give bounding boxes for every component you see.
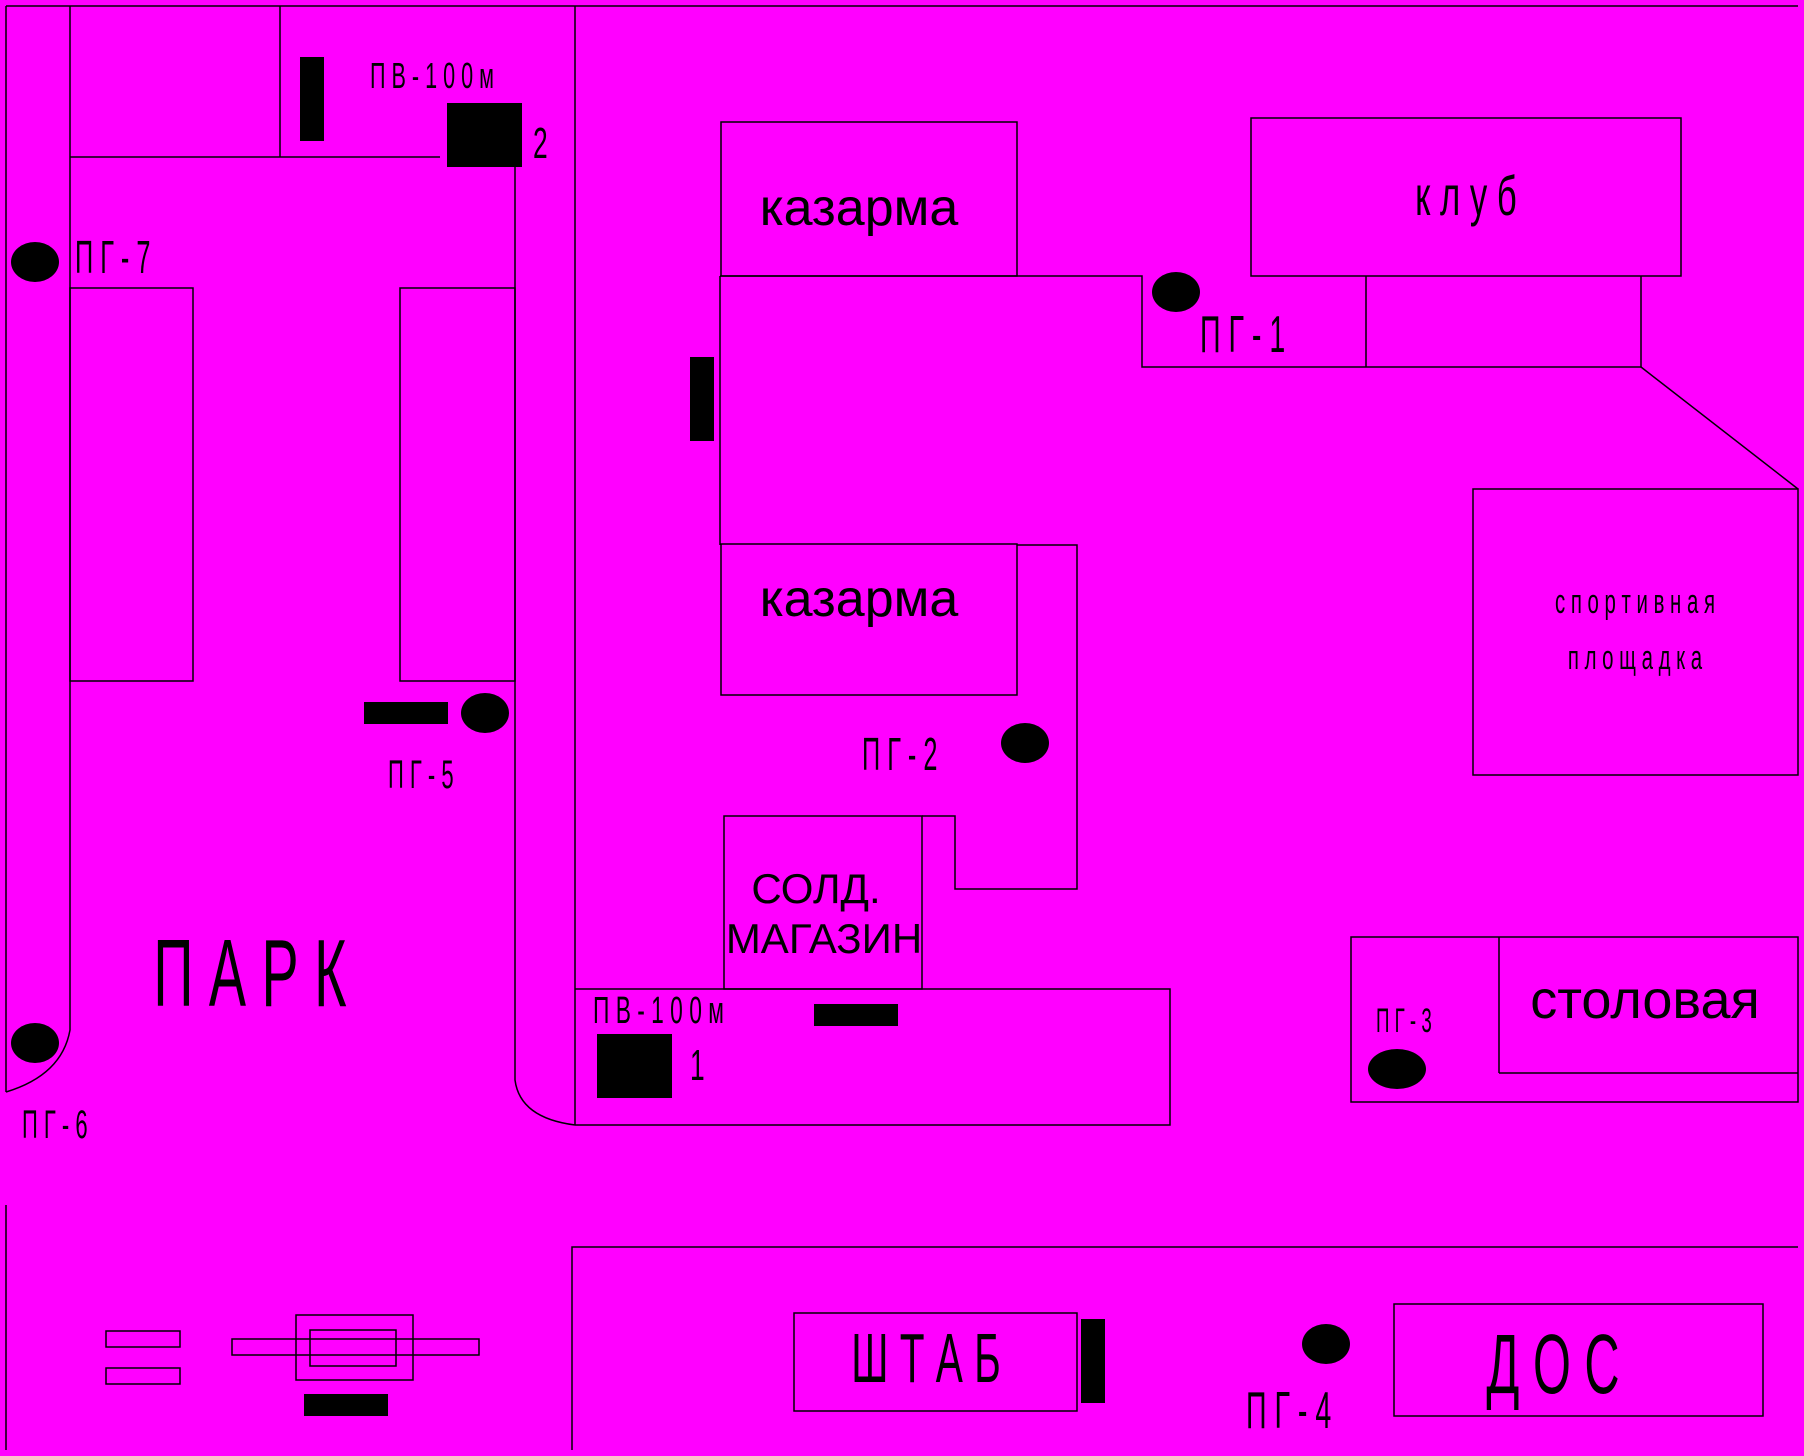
features	[11, 57, 1426, 1416]
hydrant-pg5-icon[interactable]	[461, 693, 509, 733]
hq-outline	[793, 1312, 1078, 1412]
pg4-label: П Г - 4	[1246, 1381, 1331, 1439]
canteen-label: столовая	[1530, 970, 1759, 1030]
sports-ground-outline	[1472, 488, 1799, 776]
pg2-label: П Г - 2	[862, 728, 937, 780]
left-road	[5, 6, 71, 1093]
marker-pg5	[364, 702, 448, 724]
pg7-label: П Г - 7	[75, 231, 150, 283]
park-label: П А Р К	[153, 919, 346, 1027]
hydrant-pg1-icon[interactable]	[1152, 272, 1200, 312]
central-road	[514, 157, 576, 1126]
shop-label-1: СОЛД.	[751, 865, 880, 912]
pv2-label: П В - 1 0 0 м	[370, 56, 494, 96]
hydrant-pg7-icon[interactable]	[11, 242, 59, 282]
sports-ground-label-1: с п о р т и в н а я	[1555, 583, 1715, 621]
pg6-label: П Г - 6	[22, 1102, 88, 1147]
pg1-label: П Г - 1	[1200, 305, 1285, 363]
barracks-middle-label: казарма	[760, 570, 959, 628]
pv1-number: 1	[690, 1040, 705, 1090]
reservoir-pv1-icon[interactable]	[597, 1034, 672, 1098]
feature-labels: П Г - 7 П Г - 1 П Г - 5 П Г - 2 П Г - 6 …	[22, 56, 1432, 1439]
marker-top-left	[300, 57, 324, 141]
hq-label: Ш Т А Б	[851, 1320, 1001, 1398]
marker-gate	[304, 1394, 388, 1416]
labels: казарма к л у б казарма с п о р т и в н …	[153, 165, 1759, 1412]
dos-label: Д О С	[1486, 1317, 1619, 1411]
hydrant-pg3-icon[interactable]	[1368, 1049, 1426, 1089]
park-block-right	[399, 287, 516, 682]
barracks-middle-outline	[720, 543, 1018, 696]
pv2-number: 2	[533, 118, 548, 168]
hydrant-pg2-icon[interactable]	[1001, 723, 1049, 763]
club-outline	[1250, 117, 1682, 277]
park-block-left	[69, 287, 194, 682]
barracks-top-label: казарма	[760, 179, 959, 237]
sports-ground-label-2: п л о щ а д к а	[1568, 639, 1702, 677]
pg3-label: П Г - 3	[1376, 1001, 1432, 1039]
gate-bar-top	[105, 1330, 181, 1348]
marker-hq	[1081, 1319, 1105, 1403]
club-label: к л у б	[1415, 165, 1517, 228]
hydrant-pg4-icon[interactable]	[1302, 1324, 1350, 1364]
pg5-label: П Г - 5	[388, 752, 454, 797]
canteen-outer	[1350, 936, 1799, 1103]
shop-label-2: МАГАЗИН	[726, 915, 922, 962]
pv1-label: П В - 1 0 0 м	[593, 989, 724, 1031]
outlines	[5, 5, 1799, 1450]
barrier-bar	[231, 1338, 480, 1356]
reservoir-pv2-icon[interactable]	[447, 103, 522, 167]
marker-barracks	[690, 357, 714, 441]
dos-outline	[1393, 1303, 1764, 1417]
checkpoint-booth-inner	[309, 1329, 397, 1367]
hydrant-pg6-icon[interactable]	[11, 1023, 59, 1063]
marker-pv1	[814, 1004, 898, 1026]
gate-bar-bottom	[105, 1367, 181, 1385]
checkpoint-booth	[295, 1314, 414, 1381]
